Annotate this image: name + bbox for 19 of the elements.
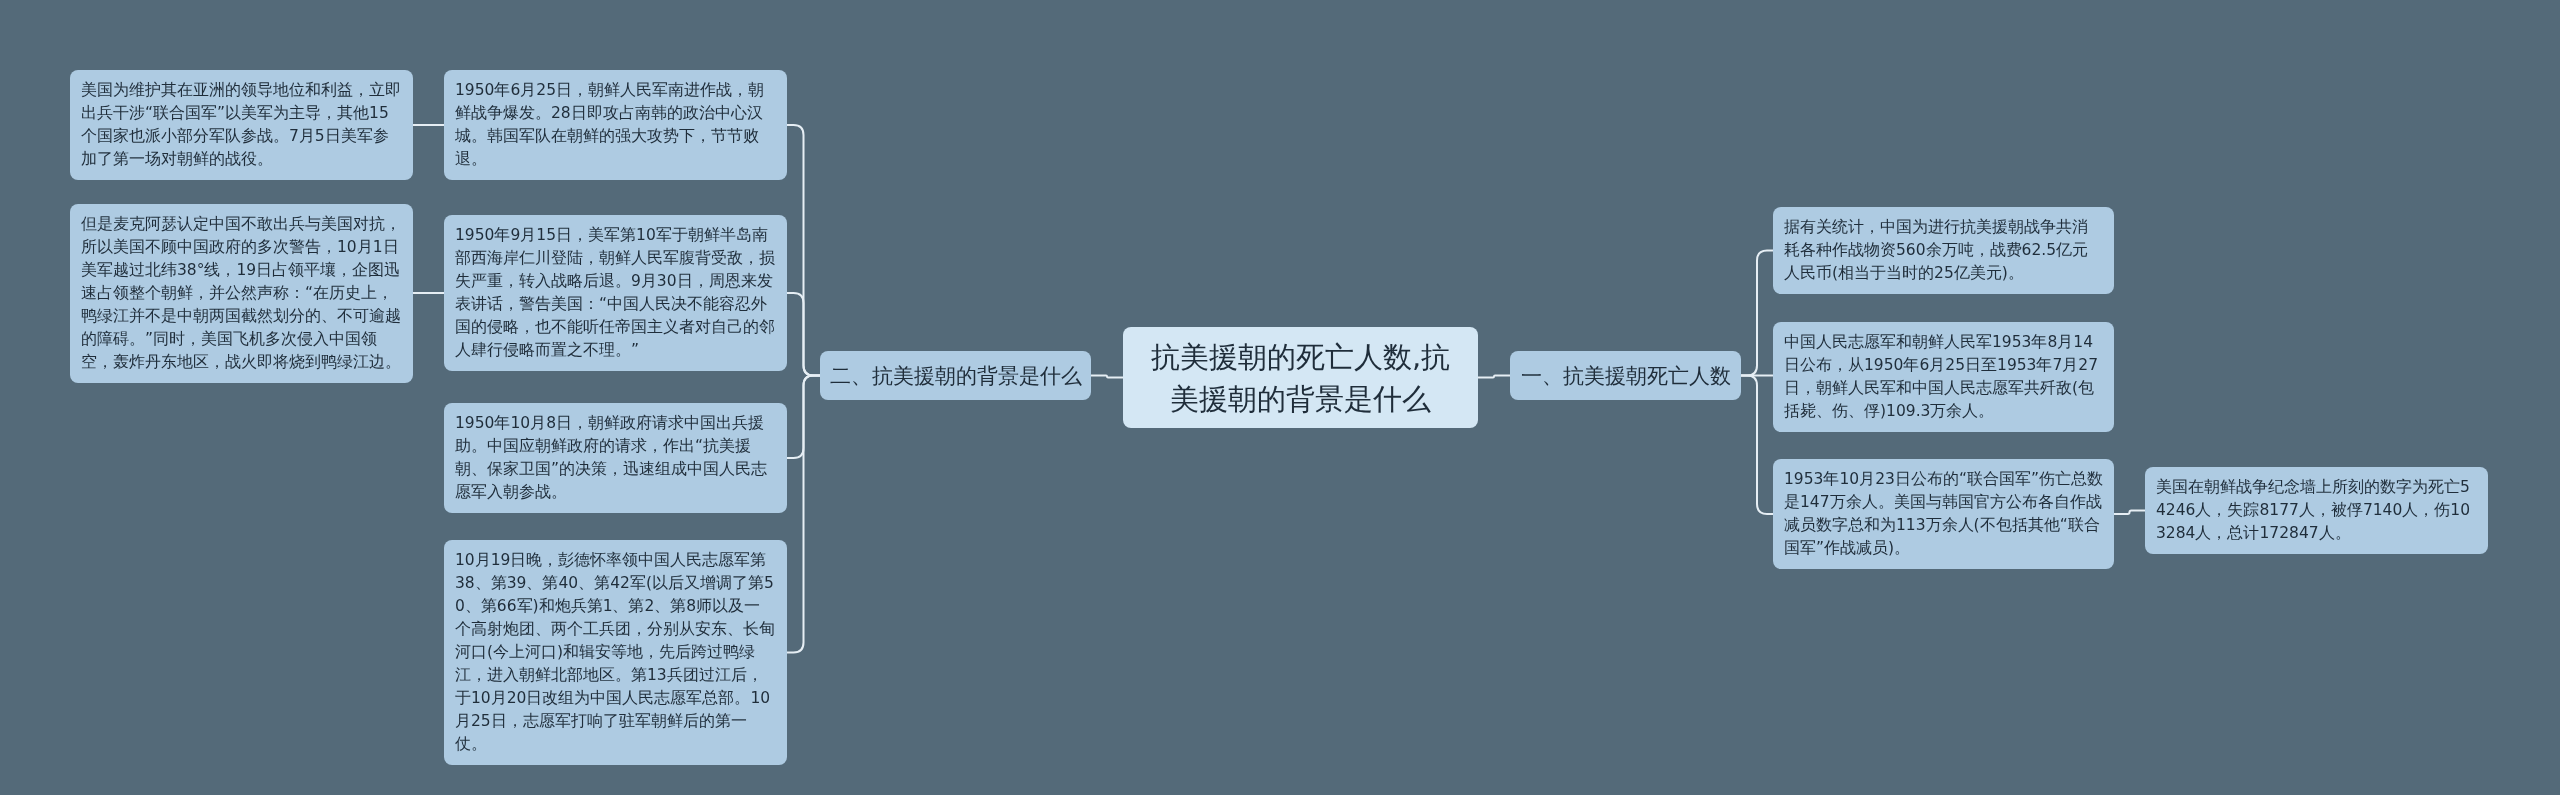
note-box: 中国人民志愿军和朝鲜人民军1953年8月14日公布，从1950年6月25日至1953年7月27日，朝鲜人民军和中国人民志愿军共歼敌(包括毙、伤、俘)109.3万余人。 bbox=[1773, 322, 2114, 432]
connector-line bbox=[412, 124, 445, 126]
note-box: 美国为维护其在亚洲的领导地位和利益，立即出兵干涉“联合国军”以美军为主导，其他15个国家也派小部分军队参战。7月5日美军参加了第一场对朝鲜的战役。 bbox=[70, 70, 413, 180]
note-box: 10月19日晚，彭德怀率领中国人民志愿军第38、第39、第40、第42军(以后又增调了第50、第66军)和炮兵第1、第2、第8师以及一个高射炮团、两个工兵团，分别从安东、长甸河口(今上河口)和辑安等地，先后跨过鸭绿江，进入朝鲜北部地区。第13兵团过江后，于10月20日改组为中国人民志愿军总部。10月25日，志愿军打响了驻军朝鲜后的第一仗。 bbox=[444, 540, 787, 765]
note-box: 1950年9月15日，美军第10军于朝鲜半岛南部西海岸仁川登陆，朝鲜人民军腹背受敌，损失严重，转入战略后退。9月30日，周恩来发表讲话，警告美国：“中国人民决不能容忍外国的侵略，也不能听任帝国主义者对自己的邻人肆行侵略而置之不理。” bbox=[444, 215, 787, 371]
branch-topic-box: 二、抗美援朝的背景是什么 bbox=[820, 351, 1091, 400]
note-box: 美国在朝鲜战争纪念墙上所刻的数字为死亡54246人，失踪8177人，被俘7140人，伤103284人，总计172847人。 bbox=[2145, 467, 2488, 554]
note-box: 1950年6月25日，朝鲜人民军南进作战，朝鲜战争爆发。28日即攻占南韩的政治中心汉城。韩国军队在朝鲜的强大攻势下，节节败退。 bbox=[444, 70, 787, 180]
note-box: 1953年10月23日公布的“联合国军”伤亡总数是147万余人。美国与韩国官方公布各自作战减员数字总和为113万余人(不包括其他“联合国军”作战减员)。 bbox=[1773, 459, 2114, 569]
connector-line bbox=[1090, 374, 1124, 379]
connector-line bbox=[786, 374, 821, 654]
connector-line bbox=[2113, 509, 2146, 515]
connector-line bbox=[412, 292, 445, 294]
connector-line bbox=[1477, 374, 1511, 379]
branch-topic-box: 一、抗美援朝死亡人数 bbox=[1510, 351, 1741, 400]
note-box: 据有关统计，中国为进行抗美援朝战争共消耗各种作战物资560余万吨，战费62.5亿元人民币(相当于当时的25亿美元)。 bbox=[1773, 207, 2114, 294]
central-topic-box: 抗美援朝的死亡人数,抗美援朝的背景是什么 bbox=[1123, 327, 1478, 428]
note-box: 但是麦克阿瑟认定中国不敢出兵与美国对抗，所以美国不顾中国政府的多次警告，10月1日美军越过北纬38°线，19日占领平壤，企图迅速占领整个朝鲜，并公然声称：“在历史上，鸭绿江并不是中朝两国截然划分的、不可逾越的障碍。”同时，美国飞机多次侵入中国领空，轰炸丹东地区，战火即将烧到鸭绿江边。 bbox=[70, 204, 413, 383]
note-box: 1950年10月8日，朝鲜政府请求中国出兵援助。中国应朝鲜政府的请求，作出“抗美援朝、保家卫国”的决策，迅速组成中国人民志愿军入朝参战。 bbox=[444, 403, 787, 513]
